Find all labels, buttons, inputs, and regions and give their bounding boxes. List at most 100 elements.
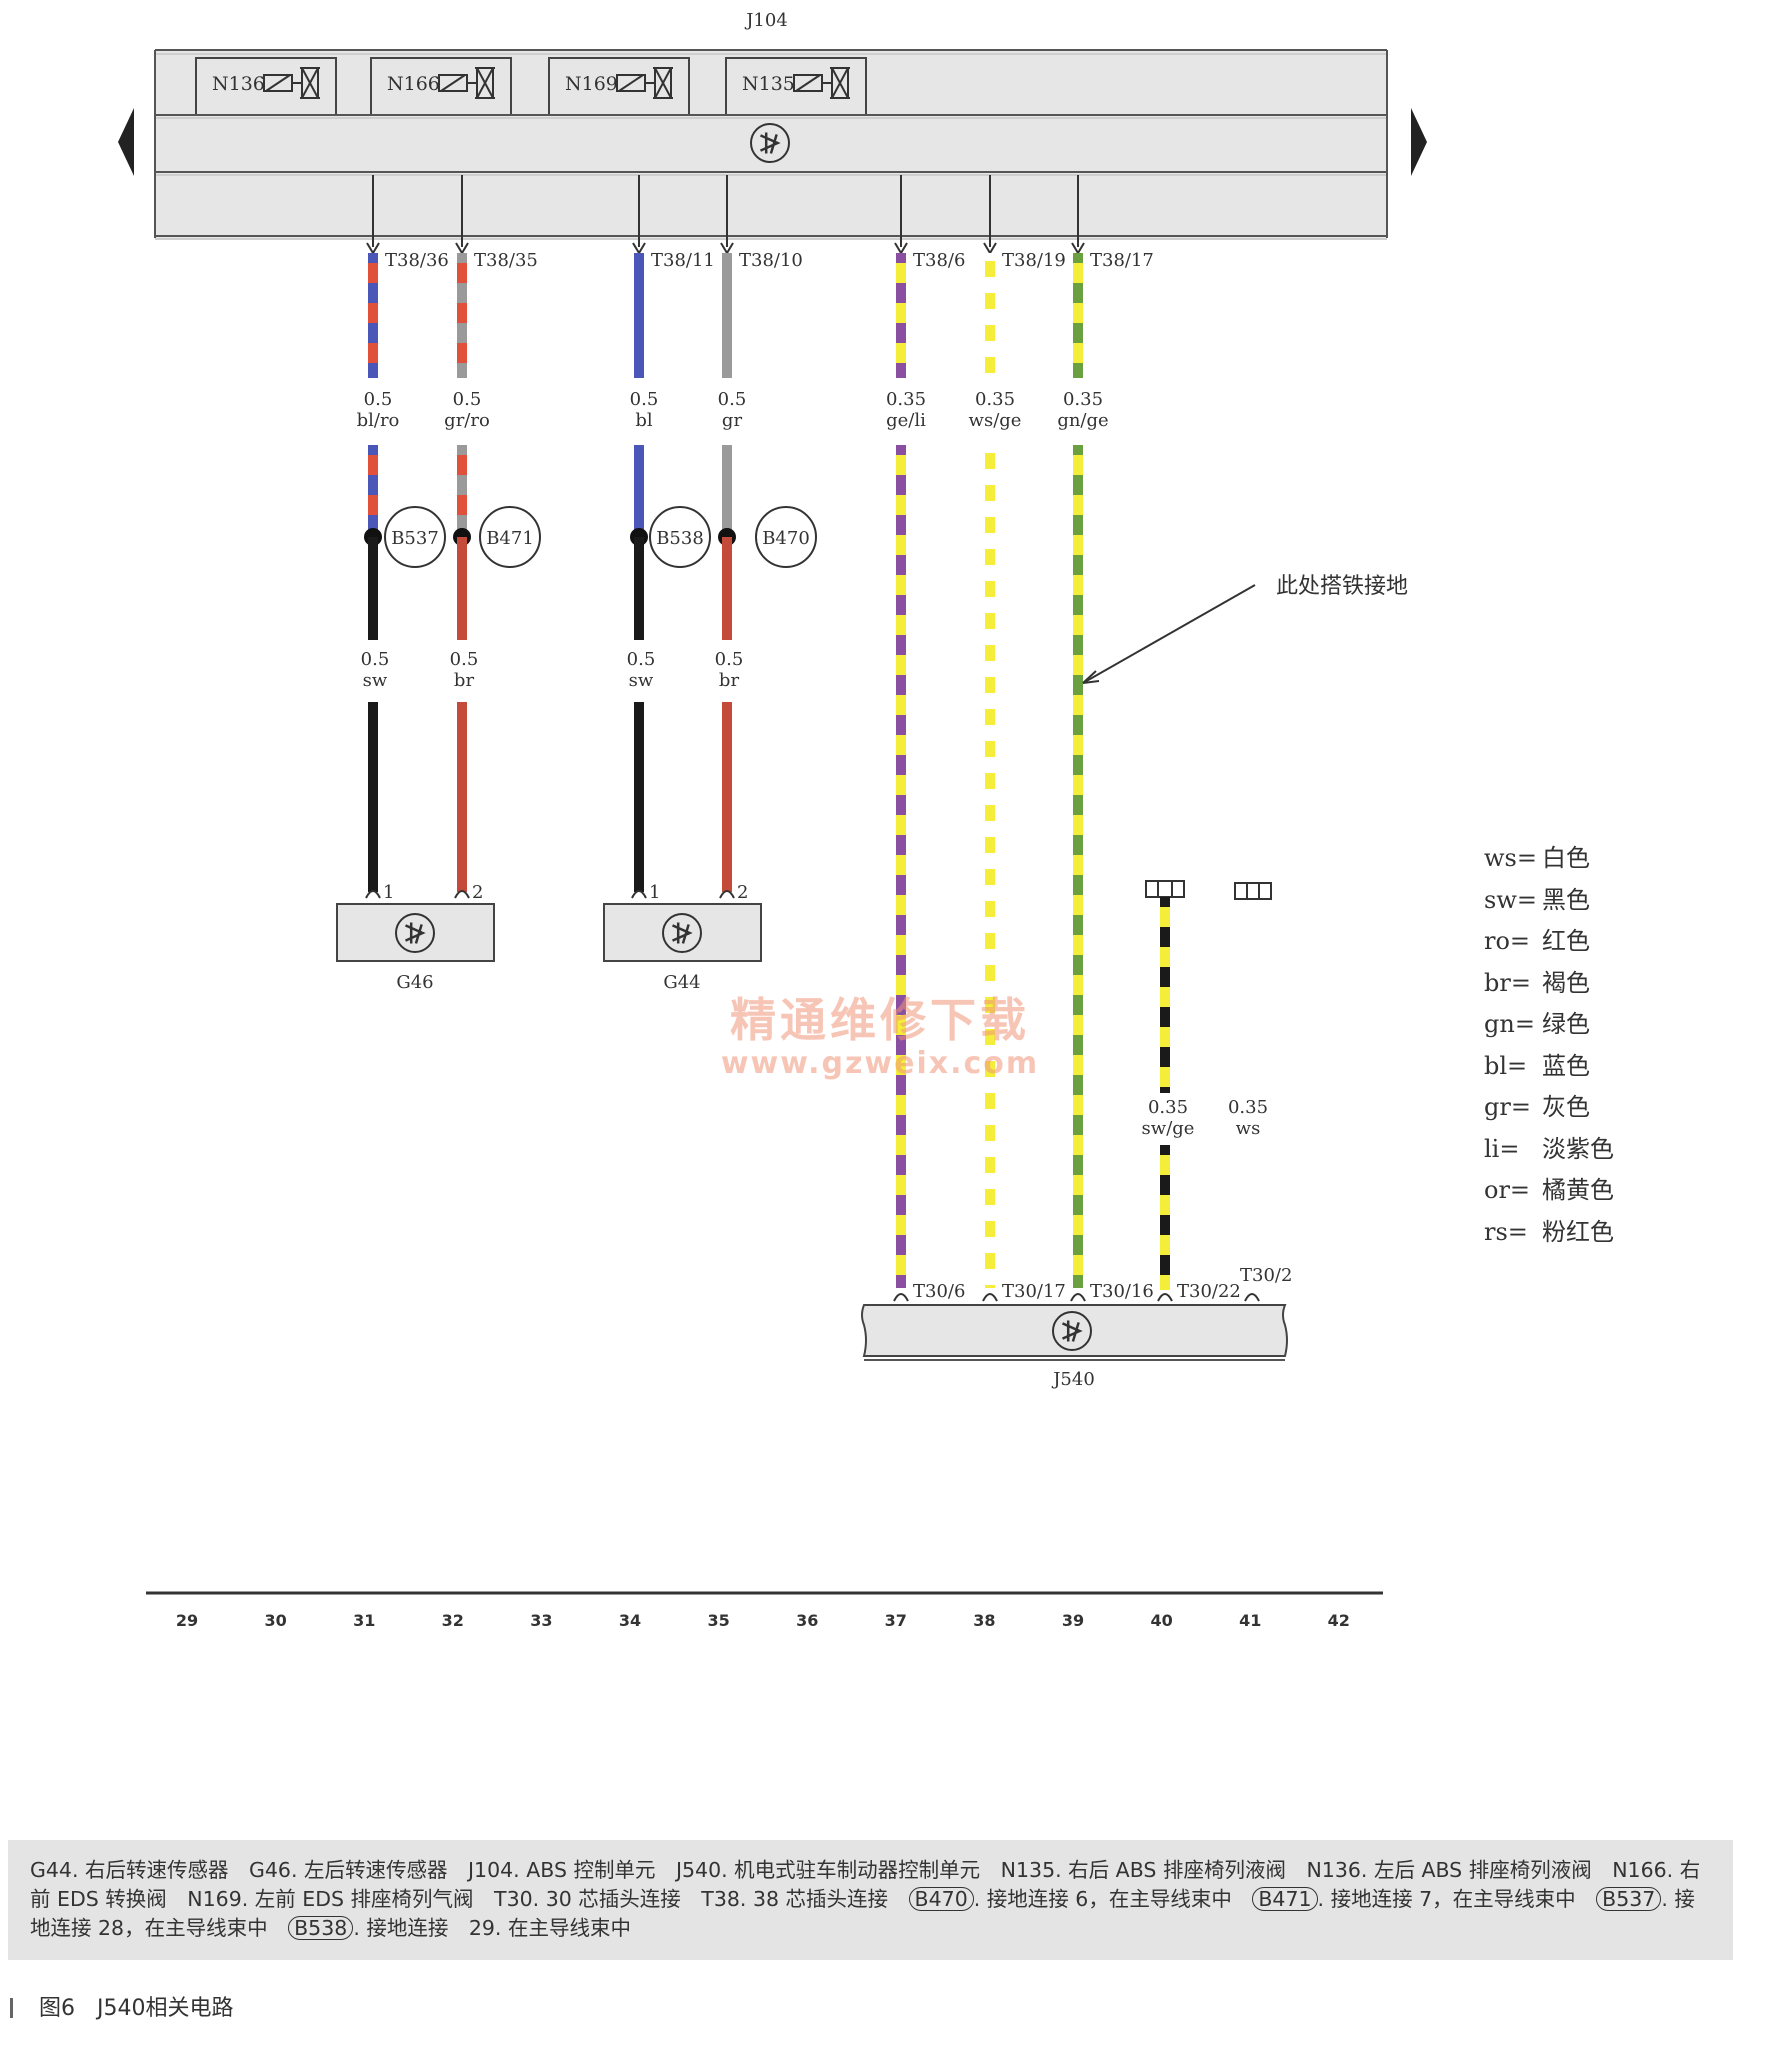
legend-row: ws=白色 — [1484, 844, 1590, 872]
valve-coil-slash — [265, 74, 291, 92]
ground-label: B537 — [391, 528, 439, 549]
watermark: 精通维修下载 www.gzweix.com — [700, 984, 1060, 1081]
sensor-symbol-glyph — [671, 922, 693, 944]
sensor-symbol — [662, 913, 702, 953]
wire-size-label: 0.35 — [886, 389, 926, 410]
wire-color-label: gr/ro — [444, 410, 490, 431]
pin-arrow-bottom — [1157, 1293, 1173, 1302]
wire-size-label: 0.5 — [450, 649, 479, 670]
legend-row: gn=绿色 — [1484, 1010, 1590, 1038]
ground-point-b471 — [479, 506, 541, 568]
sensor-pin-label: 1 — [383, 882, 394, 903]
legend-row: li=淡紫色 — [1484, 1134, 1614, 1163]
module-j104-symbol — [750, 123, 790, 163]
valve-label: N169 — [565, 73, 618, 95]
sensor-pin-arrow — [719, 890, 735, 899]
wire-size-label: 0.5 — [630, 389, 659, 410]
continuation-right-arrow — [1411, 108, 1427, 176]
scale-number: 36 — [796, 1611, 818, 1630]
wire-color-label: sw — [363, 670, 388, 691]
color-legend: ws=白色 sw=黑色 ro=红色 br=褐色 gn=绿色 bl=蓝色 gr=灰… — [1484, 838, 1614, 1253]
sensor-pin-label: 1 — [649, 882, 660, 903]
sensor-symbol-glyph — [404, 922, 426, 944]
wire-color-label: ws — [1236, 1118, 1261, 1139]
scale-number: 38 — [973, 1611, 995, 1630]
wire-color-label: ge/li — [886, 410, 926, 431]
module-label-j540: J540 — [1051, 1369, 1095, 1390]
ground-ref: B471 — [1252, 1887, 1318, 1911]
module-j104-symbol-ring — [750, 123, 790, 163]
module-j540-symbol-ring — [1052, 1311, 1092, 1351]
connector-socket — [1234, 882, 1272, 900]
annotation-text: 此处搭铁接地 — [1276, 574, 1408, 599]
legend-row: or=橘黄色 — [1484, 1176, 1614, 1204]
scale-number: 42 — [1328, 1611, 1350, 1630]
wire-color-label: sw — [629, 670, 654, 691]
scale-number: 32 — [442, 1611, 464, 1630]
continuation-left-arrow — [118, 108, 134, 176]
scale-number: 31 — [353, 1611, 375, 1630]
sensor-symbol-ring — [662, 913, 702, 953]
wire-size-label: 0.5 — [718, 389, 747, 410]
wire-size-label: 0.5 — [453, 389, 482, 410]
scale-number: 34 — [619, 1611, 641, 1630]
valve-box — [370, 57, 512, 114]
pin-arrow-bottom — [1070, 1293, 1086, 1302]
sensor-pin-label: 2 — [737, 882, 748, 903]
ground-label: B471 — [486, 528, 534, 549]
wire-color-label: ws/ge — [969, 410, 1022, 431]
wire-size-label: 0.35 — [1148, 1097, 1188, 1118]
annotation-arrowhead — [1082, 670, 1100, 684]
valve-box — [725, 57, 867, 114]
scale-number: 41 — [1239, 1611, 1261, 1630]
legend-row: rs=粉红色 — [1484, 1217, 1614, 1246]
legend-row: br=褐色 — [1484, 968, 1590, 997]
module-j540-symbol-glyph — [1061, 1320, 1083, 1342]
wire-color-label: sw/ge — [1142, 1118, 1195, 1139]
wire-color-label: gr — [722, 410, 743, 431]
sensor-pin-label: 2 — [472, 882, 483, 903]
wire-color-label: bl/ro — [357, 410, 400, 431]
wire-color-label: gn/ge — [1057, 410, 1108, 431]
wire-color-label: br — [719, 670, 740, 691]
valve-label: N136 — [212, 73, 265, 95]
ground-ring — [384, 506, 446, 568]
valve-n166 — [370, 57, 512, 114]
module-j540 — [861, 1304, 1288, 1361]
wire-size-label: 0.5 — [715, 649, 744, 670]
valve-box — [548, 57, 690, 114]
pin-arrow-bottom — [982, 1293, 998, 1302]
valve-label: N166 — [387, 73, 440, 95]
legend-row: gr=灰色 — [1484, 1093, 1590, 1121]
wire-size-label: 0.35 — [1063, 389, 1103, 410]
valve-symbol — [645, 67, 673, 99]
wire-color-label: bl — [635, 410, 653, 431]
pin-label-bottom: T30/17 — [1002, 1281, 1066, 1302]
annotation-leader — [1082, 584, 1256, 684]
pin-arrow-bottom — [893, 1293, 909, 1302]
valve-n135 — [725, 57, 867, 114]
pin-label-top: T38/10 — [739, 250, 803, 271]
scale-number: 29 — [176, 1611, 198, 1630]
scale-number: 35 — [707, 1611, 729, 1630]
ground-ref: B538 — [288, 1916, 354, 1940]
ground-ref: B470 — [908, 1887, 974, 1911]
module-j104 — [155, 50, 1387, 238]
valve-coil-slash — [795, 74, 821, 92]
valve-n169 — [548, 57, 690, 114]
ground-label: B470 — [762, 528, 810, 549]
pin-label-top: T38/17 — [1090, 250, 1154, 271]
valve-n136 — [195, 57, 337, 114]
pin-label-bottom: T30/16 — [1090, 1281, 1154, 1302]
scale-number: 40 — [1150, 1611, 1172, 1630]
legend-row: bl=蓝色 — [1484, 1051, 1590, 1080]
sensor-pin-arrow — [631, 890, 647, 899]
scale-number: 37 — [885, 1611, 907, 1630]
ground-point-b538 — [649, 506, 711, 568]
valve-label: N135 — [742, 73, 795, 95]
scale-number: 30 — [264, 1611, 286, 1630]
pin-label-bottom: T30/22 — [1177, 1281, 1241, 1302]
wire-size-label: 0.5 — [627, 649, 656, 670]
module-j104-symbol-glyph — [759, 132, 781, 154]
title-bar — [10, 1998, 13, 2018]
